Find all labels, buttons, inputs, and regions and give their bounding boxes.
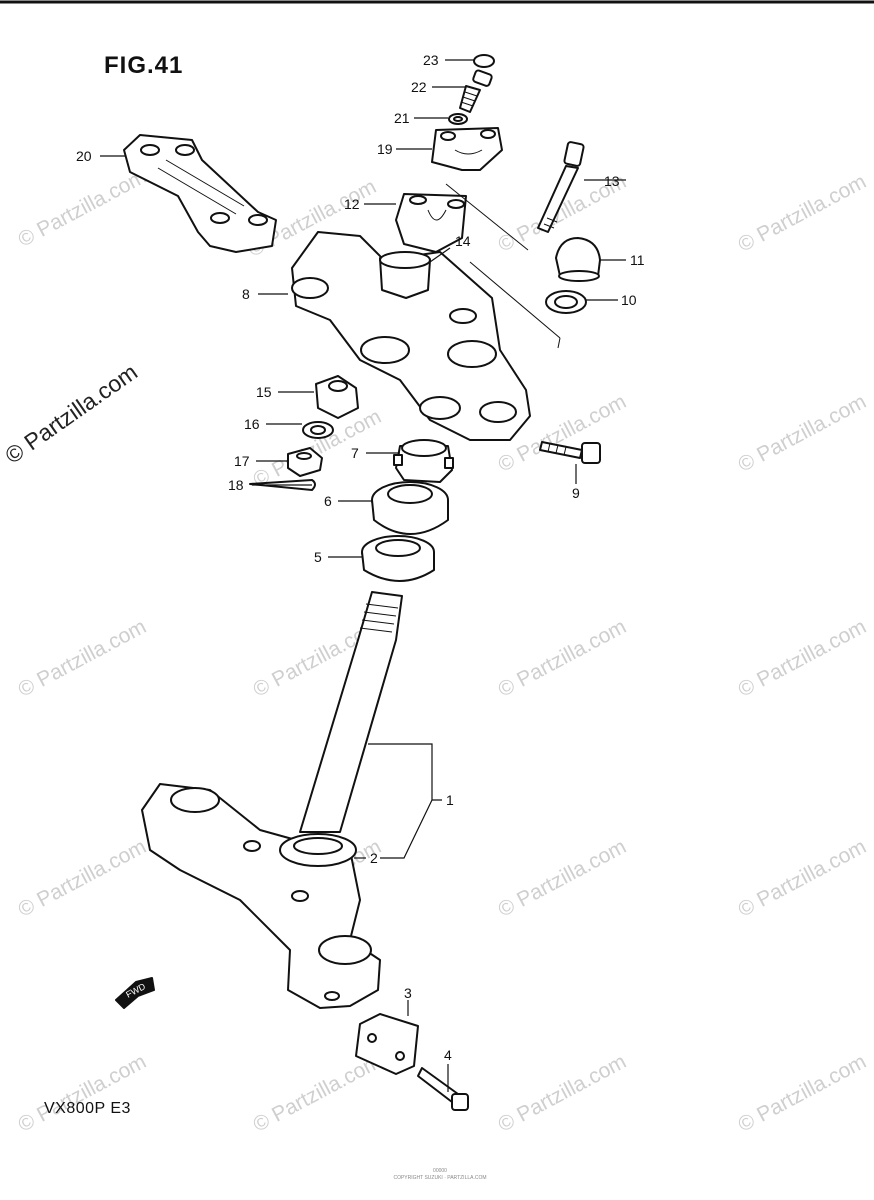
part-3-clamp (355, 1013, 419, 1075)
callout-11: 11 (630, 252, 645, 268)
callout-2: 2 (370, 850, 378, 866)
callout-7: 7 (351, 445, 359, 461)
part-23-cap (473, 54, 495, 68)
footer-copyright: 00000 COPYRIGHT SUZUKI · PARTZILLA.COM (360, 1168, 520, 1182)
part-11-cap-nut (555, 237, 601, 282)
part-16-washer (302, 421, 334, 439)
callout-6: 6 (324, 493, 332, 509)
callout-8: 8 (242, 286, 250, 302)
part-19-handlebar-holder (431, 127, 503, 171)
part-17-nut (287, 447, 323, 477)
callout-15: 15 (256, 384, 272, 400)
part-14-sleeve (379, 251, 431, 299)
footer-line-1: 00000 (433, 1168, 447, 1174)
callout-10: 10 (621, 292, 637, 308)
part-10-washer (545, 290, 587, 314)
part-8-upper-bracket (291, 231, 531, 441)
callout-4: 4 (444, 1047, 452, 1063)
part-22-bolt (459, 69, 493, 113)
part-4-bolt (417, 1067, 469, 1111)
part-7-steering-nut (393, 439, 454, 483)
footer-line-2: COPYRIGHT SUZUKI · PARTZILLA.COM (393, 1175, 487, 1181)
part-20-handlebar-holder (123, 134, 277, 253)
callout-20: 20 (76, 148, 92, 164)
callout-5: 5 (314, 549, 322, 565)
callout-9: 9 (572, 485, 580, 501)
callout-16: 16 (244, 416, 260, 432)
callout-19: 19 (377, 141, 393, 157)
callout-21: 21 (394, 110, 410, 126)
part-5-bearing (361, 535, 435, 582)
callout-1: 1 (446, 792, 454, 808)
callout-18: 18 (228, 477, 244, 493)
model-label: VX800P E3 (44, 1100, 131, 1117)
part-1-steering-stem (141, 591, 403, 1009)
callout-13: 13 (604, 173, 620, 189)
callout-3: 3 (404, 985, 412, 1001)
part-12-handlebar-holder (395, 193, 467, 253)
callout-12: 12 (344, 196, 360, 212)
forward-arrow-icon: FWD (115, 977, 155, 1009)
part-2-seal (279, 833, 357, 867)
part-13-bolt (537, 141, 585, 233)
part-6-bearing (371, 481, 449, 535)
callout-22: 22 (411, 79, 427, 95)
part-15-nut (315, 375, 359, 419)
part-9-bolt (539, 441, 601, 464)
callout-23: 23 (423, 52, 439, 68)
callout-14: 14 (455, 233, 471, 249)
figure-title: FIG.41 (104, 52, 184, 79)
part-21-washer (448, 113, 468, 125)
callout-17: 17 (234, 453, 250, 469)
leader-lines (100, 59, 626, 1092)
